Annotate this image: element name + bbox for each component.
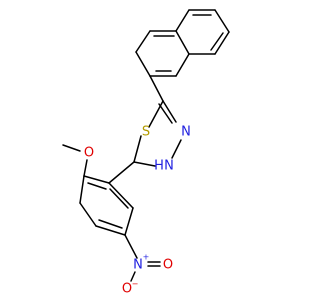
amine-nitrogen-label: N — [164, 159, 174, 174]
nitro-oxygen-right-label: O — [163, 258, 173, 273]
bond — [175, 53, 190, 77]
bond — [124, 207, 134, 236]
nitro-oxygen-charge: − — [132, 280, 139, 289]
bond — [133, 135, 142, 163]
bond — [62, 144, 81, 152]
bond — [124, 234, 138, 259]
double-bond-inner — [158, 103, 173, 124]
bond — [130, 271, 136, 282]
imine-nitrogen-label: N — [181, 125, 191, 140]
bond — [214, 31, 230, 55]
bond — [175, 9, 190, 32]
bond — [175, 30, 190, 55]
bond — [133, 161, 156, 167]
bond — [95, 225, 126, 236]
sulfur-label: S — [142, 125, 150, 140]
bond — [171, 139, 182, 159]
bond — [135, 51, 151, 77]
bond — [148, 100, 164, 128]
thiadiazoline-ring — [133, 75, 182, 167]
nitro-nitrogen-charge: + — [143, 253, 150, 262]
nitro-oxygen-bottom-label: O — [122, 282, 132, 297]
bond — [79, 175, 85, 204]
bond — [79, 202, 97, 227]
nitromethoxyphenyl-group — [62, 144, 161, 282]
naphthalene-group — [135, 9, 230, 77]
atom-labels: O S N N H N + O O − — [84, 125, 191, 297]
molecule-structure-diagram: O S N N H N + O O − — [62, 9, 230, 297]
double-bond-inner — [87, 182, 107, 190]
bond — [83, 159, 88, 177]
bond — [135, 30, 151, 53]
bond — [214, 9, 230, 33]
bond — [83, 175, 110, 184]
nitro-nitrogen-label: N — [133, 258, 143, 273]
bond — [149, 75, 164, 102]
double-bond-inner — [109, 188, 129, 209]
bond — [108, 182, 134, 209]
bond — [108, 161, 135, 184]
methoxy-oxygen-label: O — [84, 146, 94, 161]
bond — [162, 100, 177, 123]
double-bond-inner — [210, 32, 224, 51]
amine-hydrogen-label: H — [154, 159, 164, 174]
double-bond-inner — [98, 219, 123, 229]
